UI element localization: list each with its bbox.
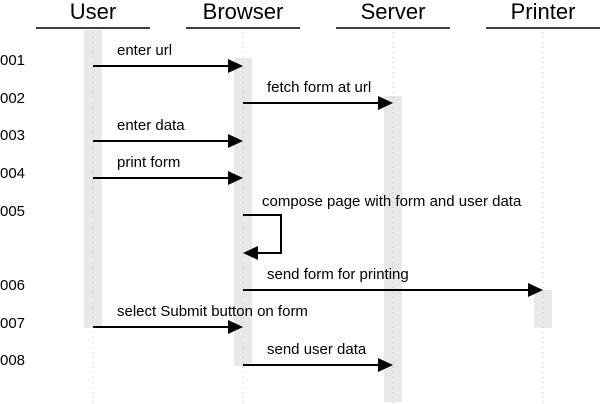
actor-headers: User Browser Server Printer [36, 0, 600, 29]
message-001: enter url [93, 42, 243, 73]
message-006-label: send form for printing [267, 266, 409, 283]
step-number-007: 007 [0, 315, 25, 332]
message-005-line [243, 214, 282, 254]
server-activation-bar [384, 96, 402, 402]
message-003: enter data [93, 117, 243, 148]
messages: enter url fetch form at url enter data prin… [93, 42, 543, 372]
lifelines [92, 32, 544, 404]
step-number-005: 005 [0, 203, 25, 220]
message-005-label: compose page with form and user data [262, 193, 522, 210]
step-number-001: 001 [0, 52, 25, 69]
message-007-label: select Submit button on form [117, 303, 308, 320]
step-number-006: 006 [0, 277, 25, 294]
message-007-arrowhead [228, 320, 243, 334]
browser-actor-label: Browser [203, 0, 284, 24]
step-number-002: 002 [0, 90, 25, 107]
message-004: print form [93, 154, 243, 185]
message-005-arrowhead [243, 246, 258, 260]
message-001-label: enter url [117, 42, 172, 59]
server-actor-label: Server [361, 0, 426, 24]
message-002-label: fetch form at url [267, 79, 371, 96]
message-005: compose page with form and user data [243, 193, 522, 260]
message-003-label: enter data [117, 117, 185, 134]
message-007: select Submit button on form [93, 303, 308, 334]
message-002-arrowhead [378, 96, 393, 110]
message-004-label: print form [117, 154, 180, 171]
message-003-arrowhead [228, 134, 243, 148]
step-numbers: 001 002 003 004 005 006 007 008 [0, 52, 25, 369]
message-008-arrowhead [378, 358, 393, 372]
user-actor-label: User [70, 0, 116, 24]
step-number-004: 004 [0, 165, 25, 182]
step-number-008: 008 [0, 352, 25, 369]
message-008: send user data [243, 341, 393, 372]
message-001-arrowhead [228, 59, 243, 73]
printer-activation-bar [534, 290, 552, 328]
printer-actor-label: Printer [511, 0, 576, 24]
message-008-label: send user data [267, 341, 367, 358]
message-002: fetch form at url [243, 79, 393, 110]
step-number-003: 003 [0, 127, 25, 144]
message-004-arrowhead [228, 171, 243, 185]
message-006-arrowhead [528, 283, 543, 297]
message-006: send form for printing [243, 266, 543, 297]
